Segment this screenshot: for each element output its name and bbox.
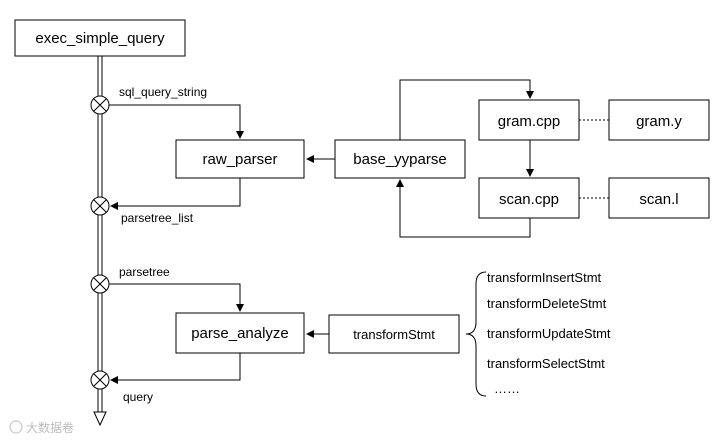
parsetree-list-label: parsetree_list [121,211,194,225]
transform-stmt-node: transformStmt [328,314,460,354]
exec-simple-query-node: exec_simple_query [14,19,186,57]
scan-cpp-node: scan.cpp [478,177,580,219]
transform-stmt-label: transformStmt [353,327,435,342]
exec-simple-query-label: exec_simple_query [35,30,165,47]
base-yyparse-node: base_yyparse [334,139,466,179]
arrow-yyparse-to-gram [399,79,534,140]
transform-list: transformInsertStmt transformDeleteStmt tr… [487,270,611,396]
scan-cpp-label: scan.cpp [499,191,559,208]
main-pipeline-line [93,56,107,427]
gram-y-label: gram.y [636,113,682,130]
base-yyparse-label: base_yyparse [353,151,446,168]
transform-list-brace [465,271,487,397]
transform-list-item: …… [494,381,520,396]
watermark-logo-icon [9,420,23,434]
sql-query-string-label: sql_query_string [119,85,207,99]
gram-y-node: gram.y [608,99,710,141]
watermark-text: 大数据卷 [26,420,74,435]
gram-cpp-label: gram.cpp [498,113,561,130]
junction-parsetree-icon [90,274,110,294]
arrow-parsetree-to-analyze [109,283,244,312]
gram-cpp-node: gram.cpp [478,99,580,141]
parse-analyze-node: parse_analyze [175,312,305,354]
arrow-analyze-to-query [110,353,241,384]
raw-parser-label: raw_parser [202,151,277,168]
pipeline-end-arrow-icon [93,411,107,427]
query-label: query [123,390,153,404]
junction-parsetree-list-icon [90,196,110,216]
arrow-scan-to-yyparse [396,179,531,238]
transform-list-item: transformSelectStmt [487,356,605,371]
parsetree-label: parsetree [119,265,170,279]
arrow-sql-to-raw-parser [109,104,244,139]
raw-parser-node: raw_parser [175,139,305,179]
transform-list-item: transformInsertStmt [487,270,602,285]
transform-list-item: transformUpdateStmt [487,326,611,341]
watermark: 大数据卷 [9,420,74,435]
junction-query-icon [90,370,110,390]
scan-l-label: scan.l [639,191,678,208]
arrow-raw-parser-to-list [110,178,241,210]
junction-sql-query-icon [90,95,110,115]
parse-analyze-label: parse_analyze [191,325,289,342]
scan-l-node: scan.l [608,177,710,219]
transform-list-item: transformDeleteStmt [487,296,607,311]
